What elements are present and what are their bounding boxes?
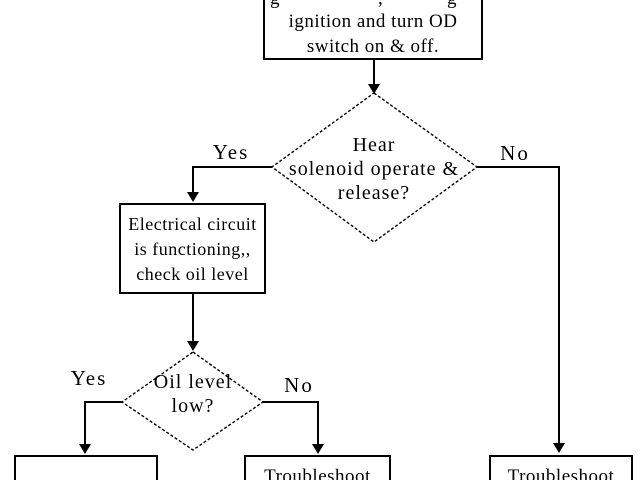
decision1-diamond bbox=[270, 92, 479, 243]
arrowhead-icon bbox=[312, 444, 324, 454]
decision1-line: release? bbox=[337, 182, 411, 204]
result-right-box: Troubleshoot bbox=[489, 455, 633, 480]
start-box-line: ignition and turn OD bbox=[288, 11, 458, 32]
decision2-no-label: No bbox=[284, 373, 314, 397]
decision1-line: solenoid operate & bbox=[288, 158, 460, 180]
start-box-clipped-text: g bbox=[447, 0, 457, 8]
process-box-text: Electrical circuit is functioning,, chec… bbox=[121, 212, 264, 287]
decision1-line: Hear bbox=[352, 134, 396, 156]
process-box-line: check oil level bbox=[136, 264, 249, 284]
decision2-diamond bbox=[120, 351, 265, 451]
start-box-clipped-text: , bbox=[378, 0, 383, 8]
arrowhead-icon bbox=[187, 192, 199, 202]
result-right-text: Troubleshoot bbox=[507, 466, 615, 480]
start-box: g , g ignition and turn OD switch on & o… bbox=[263, 0, 483, 60]
arrowhead-icon bbox=[79, 444, 91, 454]
process-box-line: Electrical circuit bbox=[128, 214, 257, 234]
decision2-text: Oil level low? bbox=[123, 370, 263, 418]
result-middle-text: Troubleshoot bbox=[264, 466, 371, 480]
start-box-line: switch on & off. bbox=[306, 36, 440, 57]
result-left-box bbox=[14, 455, 158, 480]
decision1-yes-label: Yes bbox=[212, 140, 250, 164]
decision1-text: Hear solenoid operate & release? bbox=[274, 133, 474, 205]
arrowhead-icon bbox=[553, 443, 565, 453]
process-box-line: is functioning,, bbox=[134, 239, 251, 259]
decision2-line: low? bbox=[171, 395, 215, 417]
decision2-yes-label: Yes bbox=[70, 366, 108, 390]
process-box: Electrical circuit is functioning,, chec… bbox=[119, 203, 266, 294]
arrowhead-icon bbox=[187, 341, 199, 351]
decision1-no-label: No bbox=[500, 141, 530, 165]
result-middle-box: Troubleshoot bbox=[244, 455, 391, 480]
arrowhead-icon bbox=[368, 84, 380, 94]
start-box-text: ignition and turn OD switch on & off. bbox=[265, 9, 481, 59]
connector-decision1-yes bbox=[192, 166, 272, 193]
connector-decision1-no bbox=[477, 166, 560, 444]
connector-decision2-yes bbox=[84, 401, 122, 445]
connector-decision2-no bbox=[263, 401, 319, 445]
start-box-clipped-text: g bbox=[270, 0, 280, 8]
decision2-line: Oil level bbox=[153, 371, 233, 393]
